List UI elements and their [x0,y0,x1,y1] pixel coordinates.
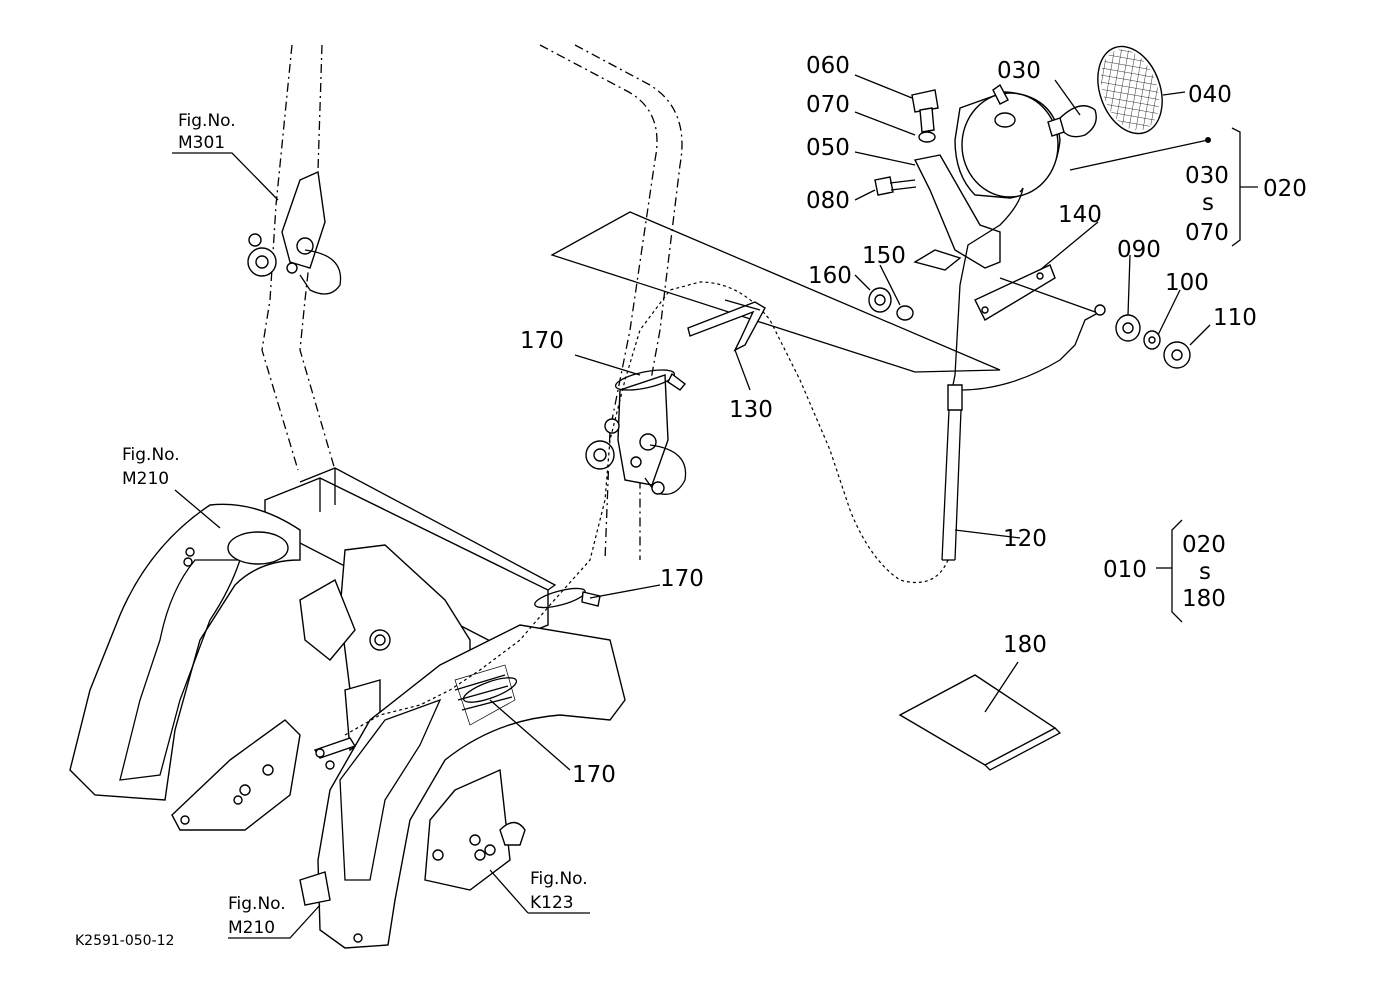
fig-ref-m210-upper-number: M210 [122,469,169,489]
label-180: 180 [1003,632,1047,658]
fig-ref-m301-number: M301 [178,133,225,153]
range-010-to: 180 [1182,586,1226,612]
label-140: 140 [1058,202,1102,228]
label-040: 040 [1188,82,1232,108]
range-020-from: 030 [1185,163,1229,189]
label-060: 060 [806,53,850,79]
label-170-mid: 170 [660,566,704,592]
label-160: 160 [808,263,852,289]
label-150: 150 [862,243,906,269]
range-020-to: 070 [1185,220,1229,246]
fig-ref-m210-lower-caption: Fig.No. [228,894,286,914]
label-100: 100 [1165,270,1209,296]
label-050: 050 [806,135,850,161]
label-090: 090 [1117,237,1161,263]
fig-ref-m210-lower-number: M210 [228,918,275,938]
wire-harness-drawing [344,281,949,736]
fig-ref-m301-caption: Fig.No. [178,111,236,131]
label-070: 070 [806,92,850,118]
label-120: 120 [1003,526,1047,552]
work-lamp-drawing [550,45,1211,771]
diagram-code: K2591-050-12 [75,933,174,949]
label-110: 110 [1213,305,1257,331]
range-020-tilde: s [1202,190,1214,216]
label-030: 030 [997,58,1041,84]
range-010-from: 020 [1182,532,1226,558]
leader-lines [172,74,1258,939]
figure-references: Fig.No. M301 Fig.No. M210 Fig.No. M210 F… [122,111,588,938]
label-020: 020 [1263,176,1307,202]
label-080: 080 [806,188,850,214]
label-010: 010 [1103,557,1147,583]
range-010-tilde: s [1199,559,1211,585]
part-number-labels: 060 070 050 080 030 040 140 150 160 090 … [520,53,1307,788]
label-170-top: 170 [520,328,564,354]
rops-frame-drawing [247,44,687,561]
label-130: 130 [729,397,773,423]
fig-ref-m210-upper-caption: Fig.No. [122,445,180,465]
tractor-body-drawing [69,467,626,949]
fig-ref-k123-caption: Fig.No. [530,869,588,889]
range-group-020: 030 s 070 [1185,163,1229,246]
label-170-bottom: 170 [572,762,616,788]
range-group-010: 020 s 180 [1182,532,1226,612]
fig-ref-k123-number: K123 [530,893,574,913]
